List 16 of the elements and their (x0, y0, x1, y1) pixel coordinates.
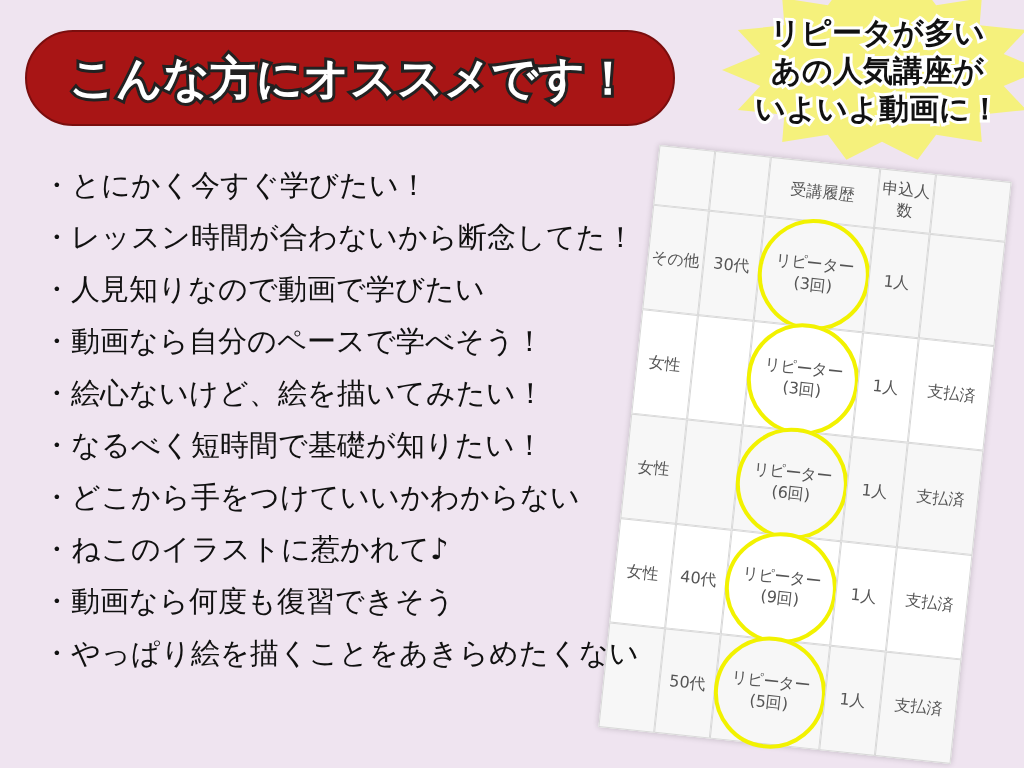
list-item: ・動画なら自分のペースで学べそう！ (42, 323, 544, 360)
table-cell: 申込人数 (874, 168, 936, 234)
list-item: ・なるべく短時間で基礎が知りたい！ (42, 427, 544, 464)
list-item: ・レッスン時間が合わないから断念してた！ (42, 219, 635, 256)
list-item: ・とにかく今すぐ学びたい！ (42, 167, 428, 204)
starburst (722, 0, 1024, 160)
list-item: ・やっぱり絵を描くことをあきらめたくない (42, 635, 639, 672)
table-cell: 支払済 (907, 338, 995, 451)
table-cell: 支払済 (885, 547, 973, 660)
callout-text: リピータが多いあの人気講座がいよいよ動画に！ (753, 14, 1001, 128)
list-item: ・人見知りなので動画で学びたい (42, 271, 485, 308)
list-item: ・動画なら何度も復習できそう (42, 583, 455, 620)
list-item: ・ねこのイラストに惹かれて♪ (42, 531, 449, 568)
title-banner: こんな方にオススメです！ (25, 30, 675, 126)
list-item: ・絵心ないけど、絵を描いてみたい！ (42, 375, 545, 412)
list-item: ・どこから手をつけていいかわからない (42, 479, 580, 516)
